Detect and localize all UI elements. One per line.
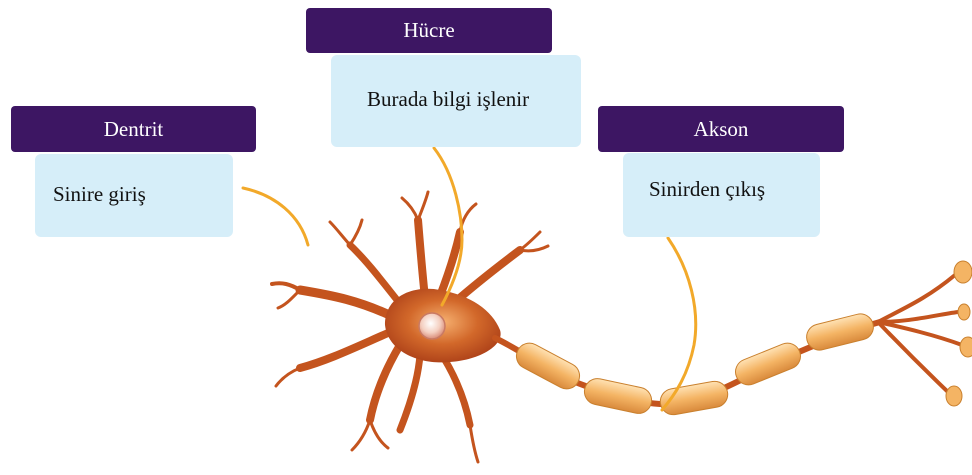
terminal-buttons bbox=[946, 261, 972, 406]
dendrite-leader-line bbox=[243, 188, 308, 245]
axon-terminals bbox=[878, 275, 962, 392]
axon-description-box: Sinirden çıkış bbox=[623, 153, 820, 237]
cell-title: Hücre bbox=[306, 8, 552, 53]
axon-leader-line bbox=[662, 238, 696, 410]
dendrite-title: Dentrit bbox=[11, 106, 256, 152]
myelin-sheath bbox=[512, 311, 876, 417]
dendrite-description-box: Sinire giriş bbox=[35, 154, 233, 237]
dendrite-title-text: Dentrit bbox=[104, 117, 163, 142]
nucleus bbox=[419, 313, 445, 339]
axon-title: Akson bbox=[598, 106, 844, 152]
cell-description-box: Burada bilgi işlenir bbox=[331, 55, 581, 147]
dendrite-description: Sinire giriş bbox=[53, 182, 146, 207]
axon-title-text: Akson bbox=[694, 117, 749, 142]
axon-description: Sinirden çıkış bbox=[649, 177, 765, 202]
cell-description: Burada bilgi işlenir bbox=[367, 87, 529, 112]
cell-title-text: Hücre bbox=[403, 18, 454, 43]
